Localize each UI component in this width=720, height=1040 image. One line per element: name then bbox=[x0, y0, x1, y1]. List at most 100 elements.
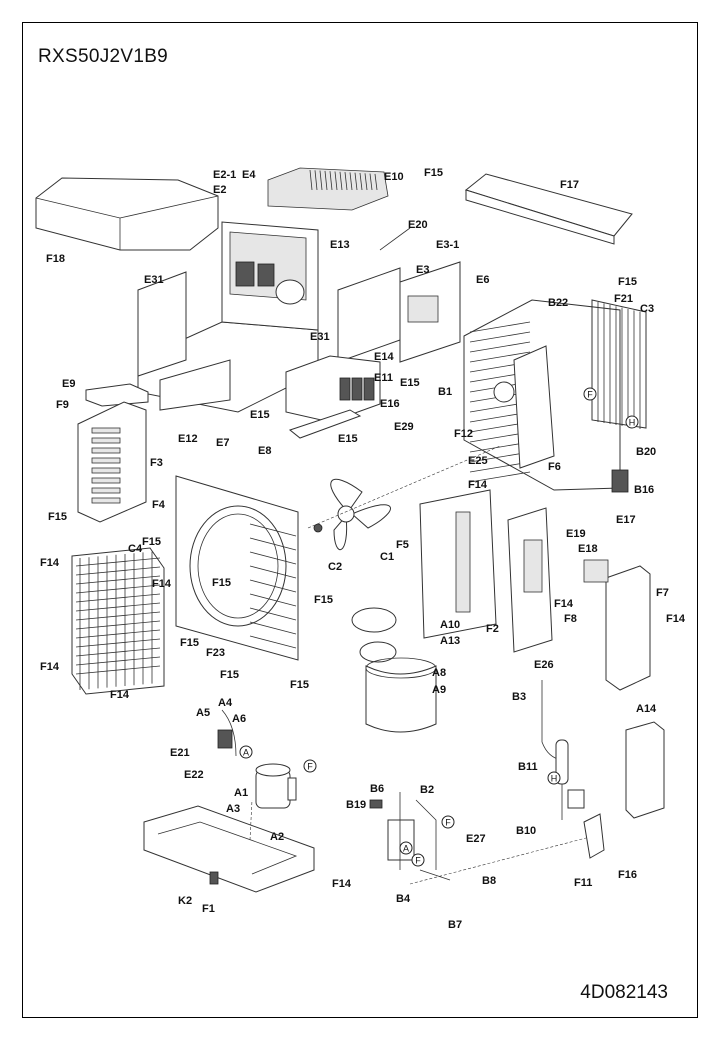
callout-a14: A14 bbox=[636, 703, 657, 715]
callout-k2: K2 bbox=[178, 895, 192, 907]
callout-a5: A5 bbox=[196, 707, 210, 719]
part-f1-base-plate bbox=[143, 805, 315, 893]
callout-f21: F21 bbox=[614, 293, 633, 305]
sheet-frame bbox=[22, 22, 698, 1018]
callout-f7: F7 bbox=[656, 587, 669, 599]
callout-e8: E8 bbox=[258, 445, 271, 457]
svg-text:A: A bbox=[243, 748, 249, 758]
callout-e22: E22 bbox=[184, 769, 204, 781]
callout-f8: F8 bbox=[564, 613, 577, 625]
callout-a13: A13 bbox=[440, 635, 460, 647]
callout-e4: E4 bbox=[242, 169, 256, 181]
part-e10-heatsink bbox=[267, 167, 389, 211]
connection-marker-circle-f-3: F bbox=[441, 815, 455, 829]
callout-f4: F4 bbox=[152, 499, 166, 511]
callout-b2: B2 bbox=[420, 784, 434, 796]
callout-f16: F16 bbox=[618, 869, 637, 881]
callout-c1: C1 bbox=[380, 551, 394, 563]
svg-text:F: F bbox=[445, 818, 451, 828]
callout-e11: E11 bbox=[374, 372, 393, 384]
part-f18-cover bbox=[35, 177, 219, 251]
svg-text:A: A bbox=[403, 844, 409, 854]
callout-b6: B6 bbox=[370, 783, 384, 795]
callout-b4: B4 bbox=[396, 893, 411, 905]
callout-f1: F1 bbox=[202, 903, 215, 915]
connection-marker-circle-f-1: F bbox=[583, 387, 597, 401]
callout-e26: E26 bbox=[534, 659, 554, 671]
model-code-label: RXS50J2V1B9 bbox=[38, 46, 169, 67]
callout-f15e: F15 bbox=[212, 577, 231, 589]
callout-e6: E6 bbox=[476, 274, 489, 286]
callout-e10: E10 bbox=[384, 171, 404, 183]
connection-marker-circle-f-4: F bbox=[411, 853, 425, 867]
callout-f2: F2 bbox=[486, 623, 499, 635]
callout-c3: C3 bbox=[640, 303, 654, 315]
callout-e2: E2 bbox=[213, 184, 226, 196]
callout-b20: B20 bbox=[636, 446, 656, 458]
callout-f14g: F14 bbox=[110, 689, 130, 701]
callout-e19: E19 bbox=[566, 528, 586, 540]
callout-e3: E3 bbox=[416, 264, 429, 276]
callout-b7: B7 bbox=[448, 919, 462, 931]
part-a8-a9-jacket bbox=[351, 607, 437, 733]
callout-c4: C4 bbox=[128, 543, 143, 555]
callout-e20: E20 bbox=[408, 219, 428, 231]
callout-f9: F9 bbox=[56, 399, 69, 411]
callout-e13: E13 bbox=[330, 239, 350, 251]
callout-e15c: E15 bbox=[338, 433, 358, 445]
callout-f15g: F15 bbox=[180, 637, 199, 649]
callout-e2-1: E2-1 bbox=[213, 169, 236, 181]
connection-marker-circle-f-2: F bbox=[303, 759, 317, 773]
callout-e7: E7 bbox=[216, 437, 229, 449]
callout-a4: A4 bbox=[218, 697, 233, 709]
callout-f15d: F15 bbox=[142, 536, 161, 548]
part-f7-side-plate bbox=[583, 559, 651, 691]
callout-f15c: F15 bbox=[48, 511, 67, 523]
part-a1-compressor bbox=[217, 709, 297, 809]
part-f17-top-plate bbox=[464, 173, 633, 245]
connection-marker-circle-h-2: H bbox=[547, 771, 561, 785]
callout-b10: B10 bbox=[516, 825, 536, 837]
callout-e3-1: E3-1 bbox=[436, 239, 459, 251]
callout-e25: E25 bbox=[468, 455, 488, 467]
callout-e12: E12 bbox=[178, 433, 198, 445]
callout-e21: E21 bbox=[170, 747, 190, 759]
callout-e15a: E15 bbox=[400, 377, 420, 389]
callout-f11: F11 bbox=[574, 877, 592, 889]
callout-e31b: E31 bbox=[310, 331, 330, 343]
part-f2-panel bbox=[507, 507, 553, 653]
part-b2-valve-assembly bbox=[369, 792, 451, 881]
callout-f23: F23 bbox=[206, 647, 225, 659]
part-e9-bracket bbox=[85, 383, 149, 407]
svg-text:F: F bbox=[307, 762, 313, 772]
callout-f15i: F15 bbox=[290, 679, 309, 691]
callout-f15f: F15 bbox=[314, 594, 333, 606]
callout-f14e: F14 bbox=[666, 613, 686, 625]
part-c4-grille bbox=[71, 547, 165, 695]
connection-marker-circle-a-2: A bbox=[399, 841, 413, 855]
svg-text:H: H bbox=[629, 418, 636, 428]
part-b3-piping bbox=[541, 680, 605, 859]
callout-f5: F5 bbox=[396, 539, 409, 551]
callout-f14b: F14 bbox=[40, 557, 60, 569]
part-e14-terminal-area bbox=[285, 355, 381, 439]
callout-e16: E16 bbox=[380, 398, 400, 410]
callout-b8: B8 bbox=[482, 875, 496, 887]
callout-e14: E14 bbox=[374, 351, 394, 363]
callout-e31a: E31 bbox=[144, 274, 164, 286]
part-f3-side-panel bbox=[77, 401, 147, 523]
callout-c2: C2 bbox=[328, 561, 342, 573]
callout-a6: A6 bbox=[232, 713, 246, 725]
part-e3-e6-pcbs bbox=[337, 227, 461, 363]
callout-f14a: F14 bbox=[468, 479, 488, 491]
callout-e9: E9 bbox=[62, 378, 75, 390]
callout-a2: A2 bbox=[270, 831, 284, 843]
document-number-label: 4D082143 bbox=[580, 982, 668, 1003]
callout-f14f: F14 bbox=[40, 661, 60, 673]
callout-a10: A10 bbox=[440, 619, 460, 631]
callout-a1: A1 bbox=[234, 787, 248, 799]
callout-e18: E18 bbox=[578, 543, 598, 555]
